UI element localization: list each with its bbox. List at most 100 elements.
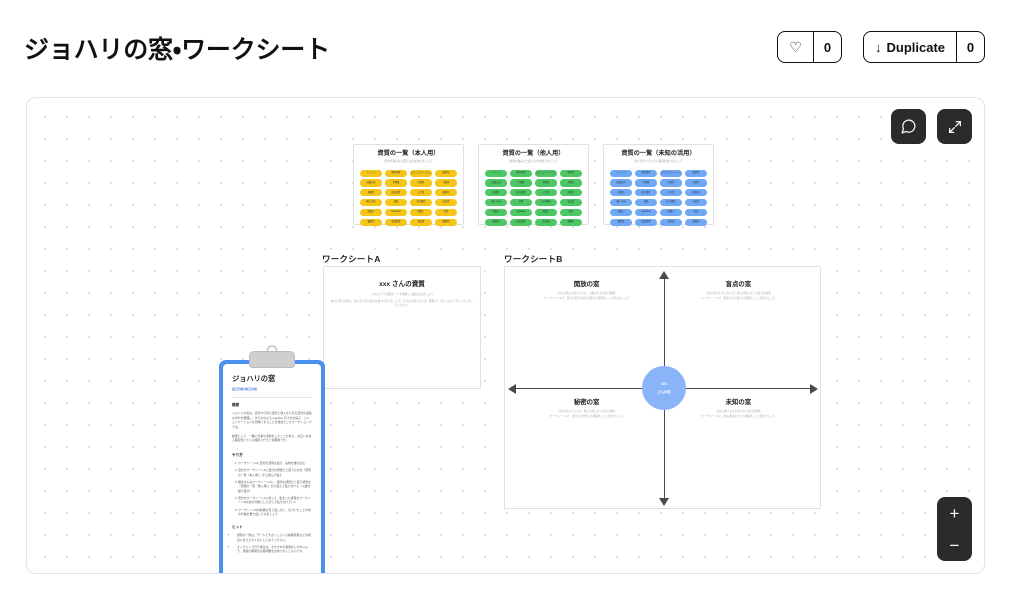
zoom-out-button[interactable]: − [949, 535, 960, 555]
quality-chip[interactable]: signature [509, 208, 533, 216]
quality-chip[interactable]: 成長促進 [509, 218, 533, 226]
quality-chip[interactable]: 責任感 [534, 218, 558, 226]
quality-chip[interactable]: 共感性 [434, 179, 457, 187]
like-button-main[interactable]: ♡ [778, 32, 813, 62]
worksheet-a-panel[interactable]: xxx さんの資質 このエリアに資質カードを移動して書き込みましょう 本人が思う… [323, 266, 481, 389]
quality-chip[interactable]: 社交性 [559, 198, 582, 207]
quality-chip[interactable]: 慎重さ [659, 208, 683, 216]
quality-chip[interactable]: 戦略性 [559, 218, 582, 226]
quality-chip[interactable]: 慎重さ [409, 208, 433, 216]
quality-chip[interactable]: 活発性 [534, 179, 558, 187]
quality-chip[interactable]: 学習欲 [384, 179, 408, 187]
card-panel-title: 資質の一覧（他人用） [502, 150, 565, 157]
quality-chip[interactable]: 学習欲 [509, 179, 533, 187]
quality-chip[interactable]: 自己確信 [409, 198, 433, 207]
quality-chip[interactable]: 学習欲 [634, 179, 658, 187]
quality-chip[interactable]: 規律性 [485, 189, 508, 197]
card-panel-unknown[interactable]: 資質の一覧（未知の活用） まだ気づいていない資質を選びましょう アレンジ運命思考… [603, 144, 714, 226]
quality-chip[interactable]: 親密性 [485, 218, 508, 226]
quality-chip[interactable]: 競争性 [559, 169, 582, 177]
quality-chip[interactable]: コミュニケーション [659, 169, 683, 177]
quality-chip[interactable]: 収集心 [485, 208, 508, 216]
quality-chip[interactable]: 戦略性 [684, 218, 707, 226]
quality-chip[interactable]: 公平性 [659, 189, 683, 197]
quality-chip[interactable]: 回復志向 [610, 179, 633, 187]
quality-chip[interactable]: 自己確信 [659, 198, 683, 207]
instruction-clipboard[interactable]: ジョハリの窓 自己分析・他己分析 概要 ジョハリの窓は、自分から見た自分と他人か… [219, 345, 325, 573]
heart-icon: ♡ [789, 39, 802, 55]
quality-chip[interactable]: コミュニケーション [409, 169, 433, 177]
quality-chip[interactable]: 規律性 [610, 189, 633, 197]
quality-chip[interactable]: 個別化 [559, 189, 582, 197]
quality-chip[interactable]: 原点思考 [384, 189, 408, 197]
quality-chip[interactable]: アレンジ [610, 169, 633, 177]
quality-chip[interactable]: 原点思考 [509, 189, 533, 197]
quality-chip[interactable]: 自我 [634, 198, 658, 207]
quality-chip[interactable]: コミュニケーション [534, 169, 558, 177]
duplicate-button-main[interactable]: ↓ Duplicate [864, 32, 956, 62]
fullscreen-tool-button[interactable] [937, 109, 972, 144]
quality-chip[interactable]: 競争性 [434, 169, 457, 177]
note-list-item: オンラインで行う場合は、それぞれの質問がしやすいよう、用意の時間分の質問書を含め… [237, 545, 312, 554]
quadrant-blind[interactable]: 盲点の窓 自分は気づいていないが、他人は知っている自分の領域 ワークシートAで、… [663, 279, 814, 301]
card-panel-subtitle: 自分が強みだと思うものを選びましょう [384, 160, 433, 164]
quadrant-desc-2: ワークシートAで、相手だけが選んだ資質をここに置きましょう [701, 297, 776, 301]
quality-chip[interactable]: 親密性 [610, 218, 633, 226]
axis-arrow-down [658, 498, 669, 506]
quality-chip[interactable]: アレンジ [360, 169, 383, 177]
quality-chip[interactable]: 原点思考 [634, 189, 658, 197]
quality-chip[interactable]: 収集心 [610, 208, 633, 216]
quality-chip[interactable]: アレンジ [485, 169, 508, 177]
card-panel-self[interactable]: 資質の一覧（本人用） 自分が強みだと思うものを選びましょう アレンジ運命思考コミ… [353, 144, 464, 226]
quadrant-unknown[interactable]: 未知の窓 自分も他人もまだ知らない自分の領域 ワークシートAで、誰も選ばなかった… [663, 397, 814, 419]
quality-chip[interactable]: 自我 [384, 198, 408, 207]
quality-chip[interactable]: 公平性 [409, 189, 433, 197]
quality-chip[interactable]: 公平性 [534, 189, 558, 197]
whiteboard-canvas[interactable]: 資質の一覧（本人用） 自分が強みだと思うものを選びましょう アレンジ運命思考コミ… [26, 97, 985, 574]
card-panel-others[interactable]: 資質の一覧（他人用） 相手の強みだと思うものを選びましょう アレンジ運命思考コミ… [478, 144, 589, 226]
quality-chip[interactable]: 社交性 [684, 198, 707, 207]
quality-chip[interactable]: 最上志向 [360, 198, 383, 207]
quality-chip[interactable]: 責任感 [659, 218, 683, 226]
like-button[interactable]: ♡ 0 [777, 31, 842, 63]
quality-chip[interactable]: 最上志向 [610, 198, 633, 207]
quality-chip[interactable]: 活発性 [409, 179, 433, 187]
note-section-heading: 概要 [232, 403, 240, 407]
quality-chip[interactable]: 親密性 [360, 218, 383, 226]
canvas-tool-group [891, 109, 972, 144]
quality-chip[interactable]: 信念 [684, 208, 707, 216]
zoom-in-button[interactable]: + [949, 503, 960, 523]
quality-chip[interactable]: 自我 [509, 198, 533, 207]
worksheet-b-panel[interactable]: 開放の窓 自分も他人も知っている、公開された自分の領域 ワークシートAで、自分と… [504, 266, 821, 509]
quality-chip[interactable]: 戦略性 [434, 218, 457, 226]
quadrant-open[interactable]: 開放の窓 自分も他人も知っている、公開された自分の領域 ワークシートAで、自分と… [511, 279, 662, 301]
comment-tool-button[interactable] [891, 109, 926, 144]
quality-chip[interactable]: 社交性 [434, 198, 457, 207]
quality-chip[interactable]: 運命思考 [634, 169, 658, 177]
quadrant-hidden[interactable]: 秘密の窓 自分は知っているが、他人は知らない自分の領域 ワークシートAで、自分だ… [511, 397, 662, 419]
quality-chip[interactable]: 共感性 [559, 179, 582, 187]
quality-chip[interactable]: 規律性 [360, 189, 383, 197]
quality-chip[interactable]: 慎重さ [534, 208, 558, 216]
quality-chip[interactable]: 信念 [559, 208, 582, 216]
quality-chip[interactable]: signature [634, 208, 658, 216]
quality-chip[interactable]: 共感性 [684, 179, 707, 187]
quality-chip[interactable]: 自己確信 [534, 198, 558, 207]
quality-chip[interactable]: 個別化 [434, 189, 457, 197]
quality-chip[interactable]: 運命思考 [384, 169, 408, 177]
quality-chip[interactable]: 運命思考 [509, 169, 533, 177]
quality-chip[interactable]: 活発性 [659, 179, 683, 187]
quality-chip[interactable]: 成長促進 [634, 218, 658, 226]
quality-chip[interactable]: 最上志向 [485, 198, 508, 207]
quality-chip[interactable]: 競争性 [684, 169, 707, 177]
center-circle[interactable]: XXX さんの窓 [642, 366, 686, 410]
quality-chip[interactable]: 責任感 [409, 218, 433, 226]
quality-chip[interactable]: 信念 [434, 208, 457, 216]
quality-chip[interactable]: 個別化 [684, 189, 707, 197]
quality-chip[interactable]: 回復志向 [485, 179, 508, 187]
quality-chip[interactable]: 収集心 [360, 208, 383, 216]
quality-chip[interactable]: 回復志向 [360, 179, 383, 187]
quality-chip[interactable]: 成長促進 [384, 218, 408, 226]
quality-chip[interactable]: signature [384, 208, 408, 216]
duplicate-button[interactable]: ↓ Duplicate 0 [862, 31, 985, 63]
